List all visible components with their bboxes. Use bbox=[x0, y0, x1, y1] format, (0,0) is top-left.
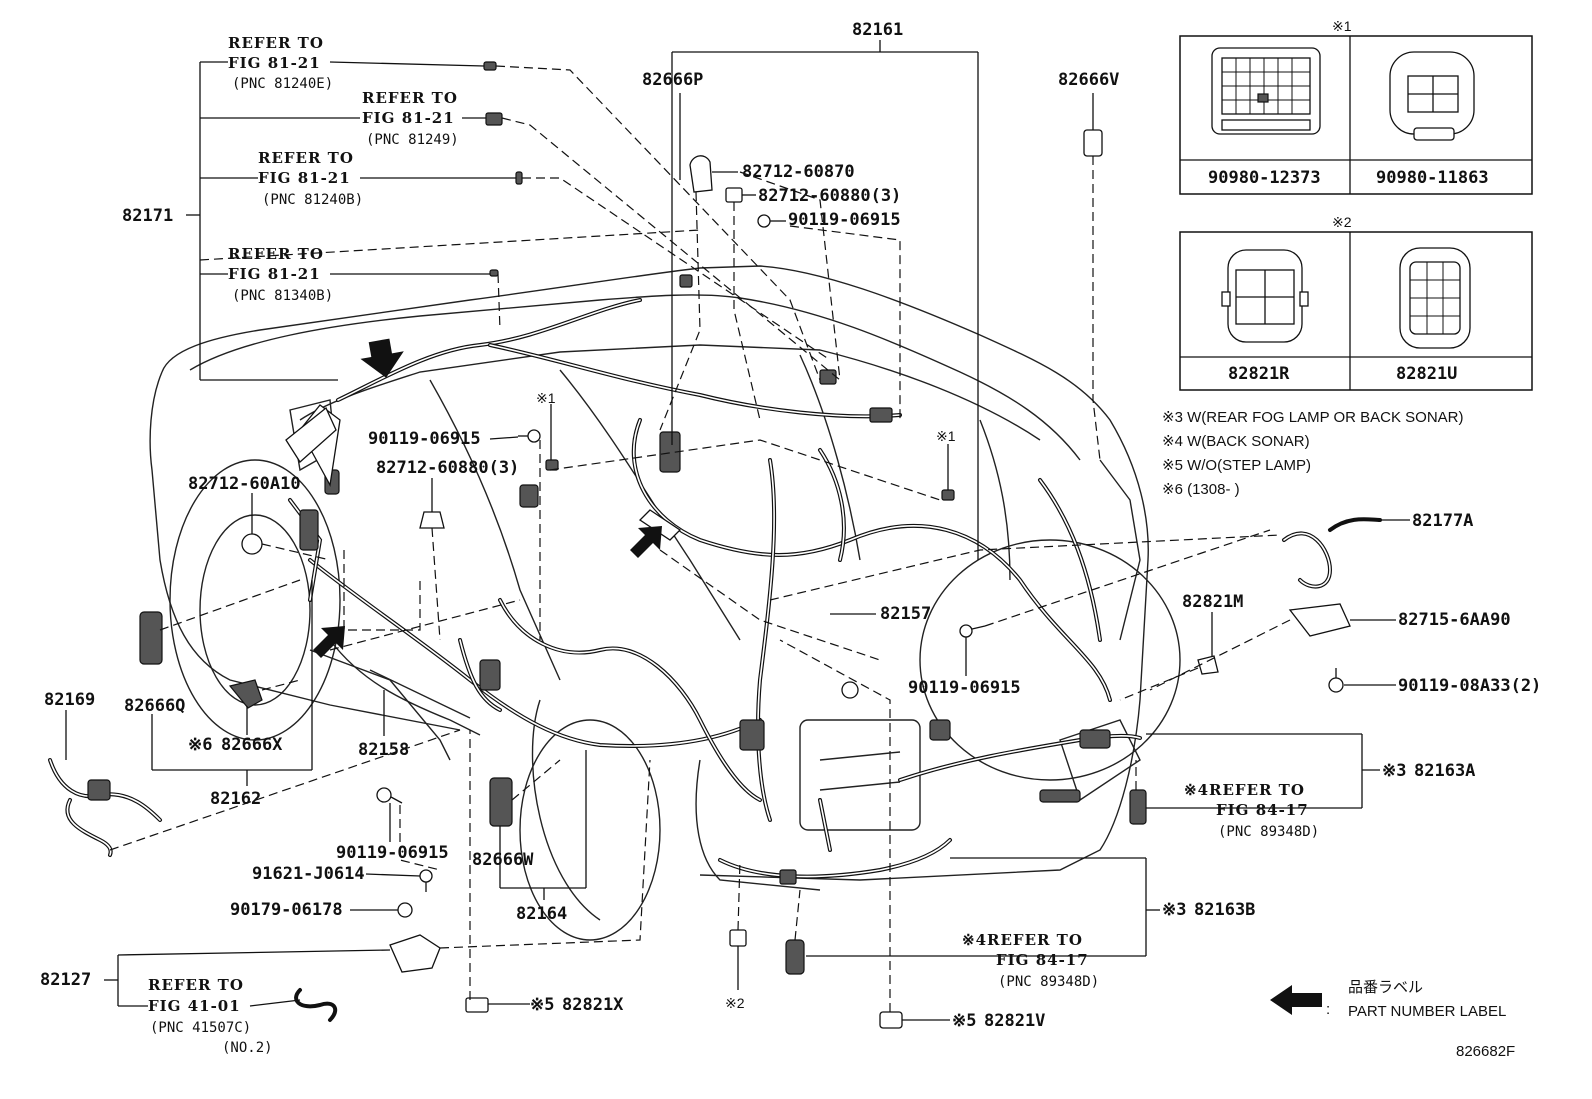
connector-label-82821r: 82821R bbox=[1228, 364, 1290, 384]
part-label-82712-60880-mid: 82712-60880(3) bbox=[376, 458, 520, 478]
pnc-ref-label-7: (PNC 89348D) bbox=[1218, 824, 1320, 840]
part-label-82666p: 82666P bbox=[642, 70, 704, 90]
part-label-82712-60870: 82712-60870 bbox=[742, 162, 855, 182]
refer-to-label-2: REFER TO bbox=[362, 89, 458, 107]
refer-to-label-6: REFER TO bbox=[987, 931, 1083, 949]
pnc-ref-label-no2: (NO.2) bbox=[222, 1040, 273, 1056]
dashed-leaders bbox=[109, 65, 1291, 1012]
part-label-82162: 82162 bbox=[210, 789, 262, 809]
part-label-82715-6aa90: 82715-6AA90 bbox=[1398, 610, 1511, 630]
mark-6: ※6 bbox=[188, 735, 213, 755]
part-label-82821x: 82821X bbox=[562, 995, 624, 1015]
part-label-91621-j0614: 91621-J0614 bbox=[252, 864, 365, 884]
refer-to-label-7: REFER TO bbox=[1209, 781, 1305, 799]
part-label-82169: 82169 bbox=[44, 690, 96, 710]
mark-4-b: ※4REFER TO bbox=[962, 930, 1083, 950]
part-label-82158: 82158 bbox=[358, 740, 410, 760]
mark-4-a-text: ※4 bbox=[1184, 781, 1210, 799]
part-label-82161: 82161 bbox=[852, 20, 904, 40]
part-label-82712-60a10: 82712-60A10 bbox=[188, 474, 301, 494]
leader-lines bbox=[65, 40, 1410, 1021]
connector-box-1 bbox=[1179, 35, 1533, 195]
refer-to-label-5: REFER TO bbox=[148, 976, 244, 994]
pnc-ref-label-5: (PNC 41507C) bbox=[150, 1020, 252, 1036]
refer-to-label-3: REFER TO bbox=[258, 149, 354, 167]
refer-to-label-1: REFER TO bbox=[228, 34, 324, 52]
pnc-ref-label-6: (PNC 89348D) bbox=[998, 974, 1100, 990]
vehicle-connectors bbox=[299, 274, 1111, 885]
label-arrows bbox=[313, 338, 1322, 1015]
refer-to-label-4: REFER TO bbox=[228, 245, 324, 263]
mark-1-b: ※1 bbox=[936, 428, 956, 444]
pnc-ref-label-2: (PNC 81249) bbox=[366, 132, 459, 148]
connector-box-1-mark: ※1 bbox=[1332, 18, 1352, 34]
part-label-90119-06915-center: 90119-06915 bbox=[908, 678, 1021, 698]
mark-4-a: ※4REFER TO bbox=[1184, 780, 1305, 800]
part-label-82821v: 82821V bbox=[984, 1011, 1046, 1031]
part-label-82163b: 82163B bbox=[1194, 900, 1256, 920]
mark-1-a: ※1 bbox=[536, 390, 556, 406]
part-label-82666q: 82666Q bbox=[124, 696, 186, 716]
mark-3-a: ※3 bbox=[1382, 761, 1407, 781]
mark-5-x: ※5 bbox=[530, 995, 555, 1015]
pnc-ref-label-3: (PNC 81240B) bbox=[262, 192, 364, 208]
legend-japanese: 品番ラベル bbox=[1348, 979, 1424, 996]
connector-label-82821u: 82821U bbox=[1396, 364, 1458, 384]
note-5: ※5 W/O(STEP LAMP) bbox=[1162, 457, 1311, 474]
part-label-82666x: 82666X bbox=[221, 735, 283, 755]
connector-label-90980-11863: 90980-11863 bbox=[1376, 168, 1489, 188]
fig-ref-label-6: FIG 84-17 bbox=[996, 951, 1089, 969]
part-label-82666w: 82666W bbox=[472, 850, 534, 870]
part-label-82127: 82127 bbox=[40, 970, 92, 990]
note-4: ※4 W(BACK SONAR) bbox=[1162, 433, 1310, 450]
mark-4-b-text: ※4 bbox=[962, 931, 988, 949]
mark-5-v: ※5 bbox=[952, 1011, 977, 1031]
separate-parts bbox=[48, 61, 1382, 1029]
legend-colon: : bbox=[1326, 1001, 1331, 1018]
fig-ref-label-4: FIG 81-21 bbox=[228, 265, 321, 283]
part-label-90119-06915-left: 90119-06915 bbox=[368, 429, 481, 449]
legend-part-number-label: PART NUMBER LABEL bbox=[1348, 1003, 1507, 1020]
part-label-82712-60880-top: 82712-60880(3) bbox=[758, 186, 902, 206]
part-label-90179-06178: 90179-06178 bbox=[230, 900, 343, 920]
part-label-90119-06915-bottom: 90119-06915 bbox=[336, 843, 449, 863]
part-label-82171: 82171 bbox=[122, 206, 174, 226]
connector-box-2 bbox=[1179, 231, 1533, 391]
connector-label-90980-12373: 90980-12373 bbox=[1208, 168, 1321, 188]
fig-ref-label-1: FIG 81-21 bbox=[228, 54, 321, 72]
fig-ref-label-2: FIG 81-21 bbox=[362, 109, 455, 127]
pnc-ref-label-4: (PNC 81340B) bbox=[232, 288, 334, 304]
fig-ref-label-5: FIG 41-01 bbox=[148, 997, 241, 1015]
mark-3-b: ※3 bbox=[1162, 900, 1187, 920]
part-label-82177a: 82177A bbox=[1412, 511, 1474, 531]
vehicle-body-outline bbox=[149, 265, 1181, 941]
mark-2: ※2 bbox=[725, 995, 745, 1011]
fig-ref-label-3: FIG 81-21 bbox=[258, 169, 351, 187]
connector-box-2-mark: ※2 bbox=[1332, 214, 1352, 230]
part-label-82157: 82157 bbox=[880, 604, 932, 624]
part-label-82666v: 82666V bbox=[1058, 70, 1120, 90]
fig-ref-label-7: FIG 84-17 bbox=[1216, 801, 1309, 819]
part-label-82164: 82164 bbox=[516, 904, 568, 924]
part-label-90119-08a33: 90119-08A33(2) bbox=[1398, 676, 1542, 696]
part-label-82163a: 82163A bbox=[1414, 761, 1476, 781]
note-3: ※3 W(REAR FOG LAMP OR BACK SONAR) bbox=[1162, 409, 1464, 426]
part-label-82821m: 82821M bbox=[1182, 592, 1244, 612]
figure-code: 826682F bbox=[1456, 1043, 1516, 1060]
pnc-ref-label-1: (PNC 81240E) bbox=[232, 76, 334, 92]
part-label-90119-06915-top: 90119-06915 bbox=[788, 210, 901, 230]
wire-harnesses bbox=[288, 298, 1142, 879]
note-6: ※6 (1308- ) bbox=[1162, 481, 1240, 498]
